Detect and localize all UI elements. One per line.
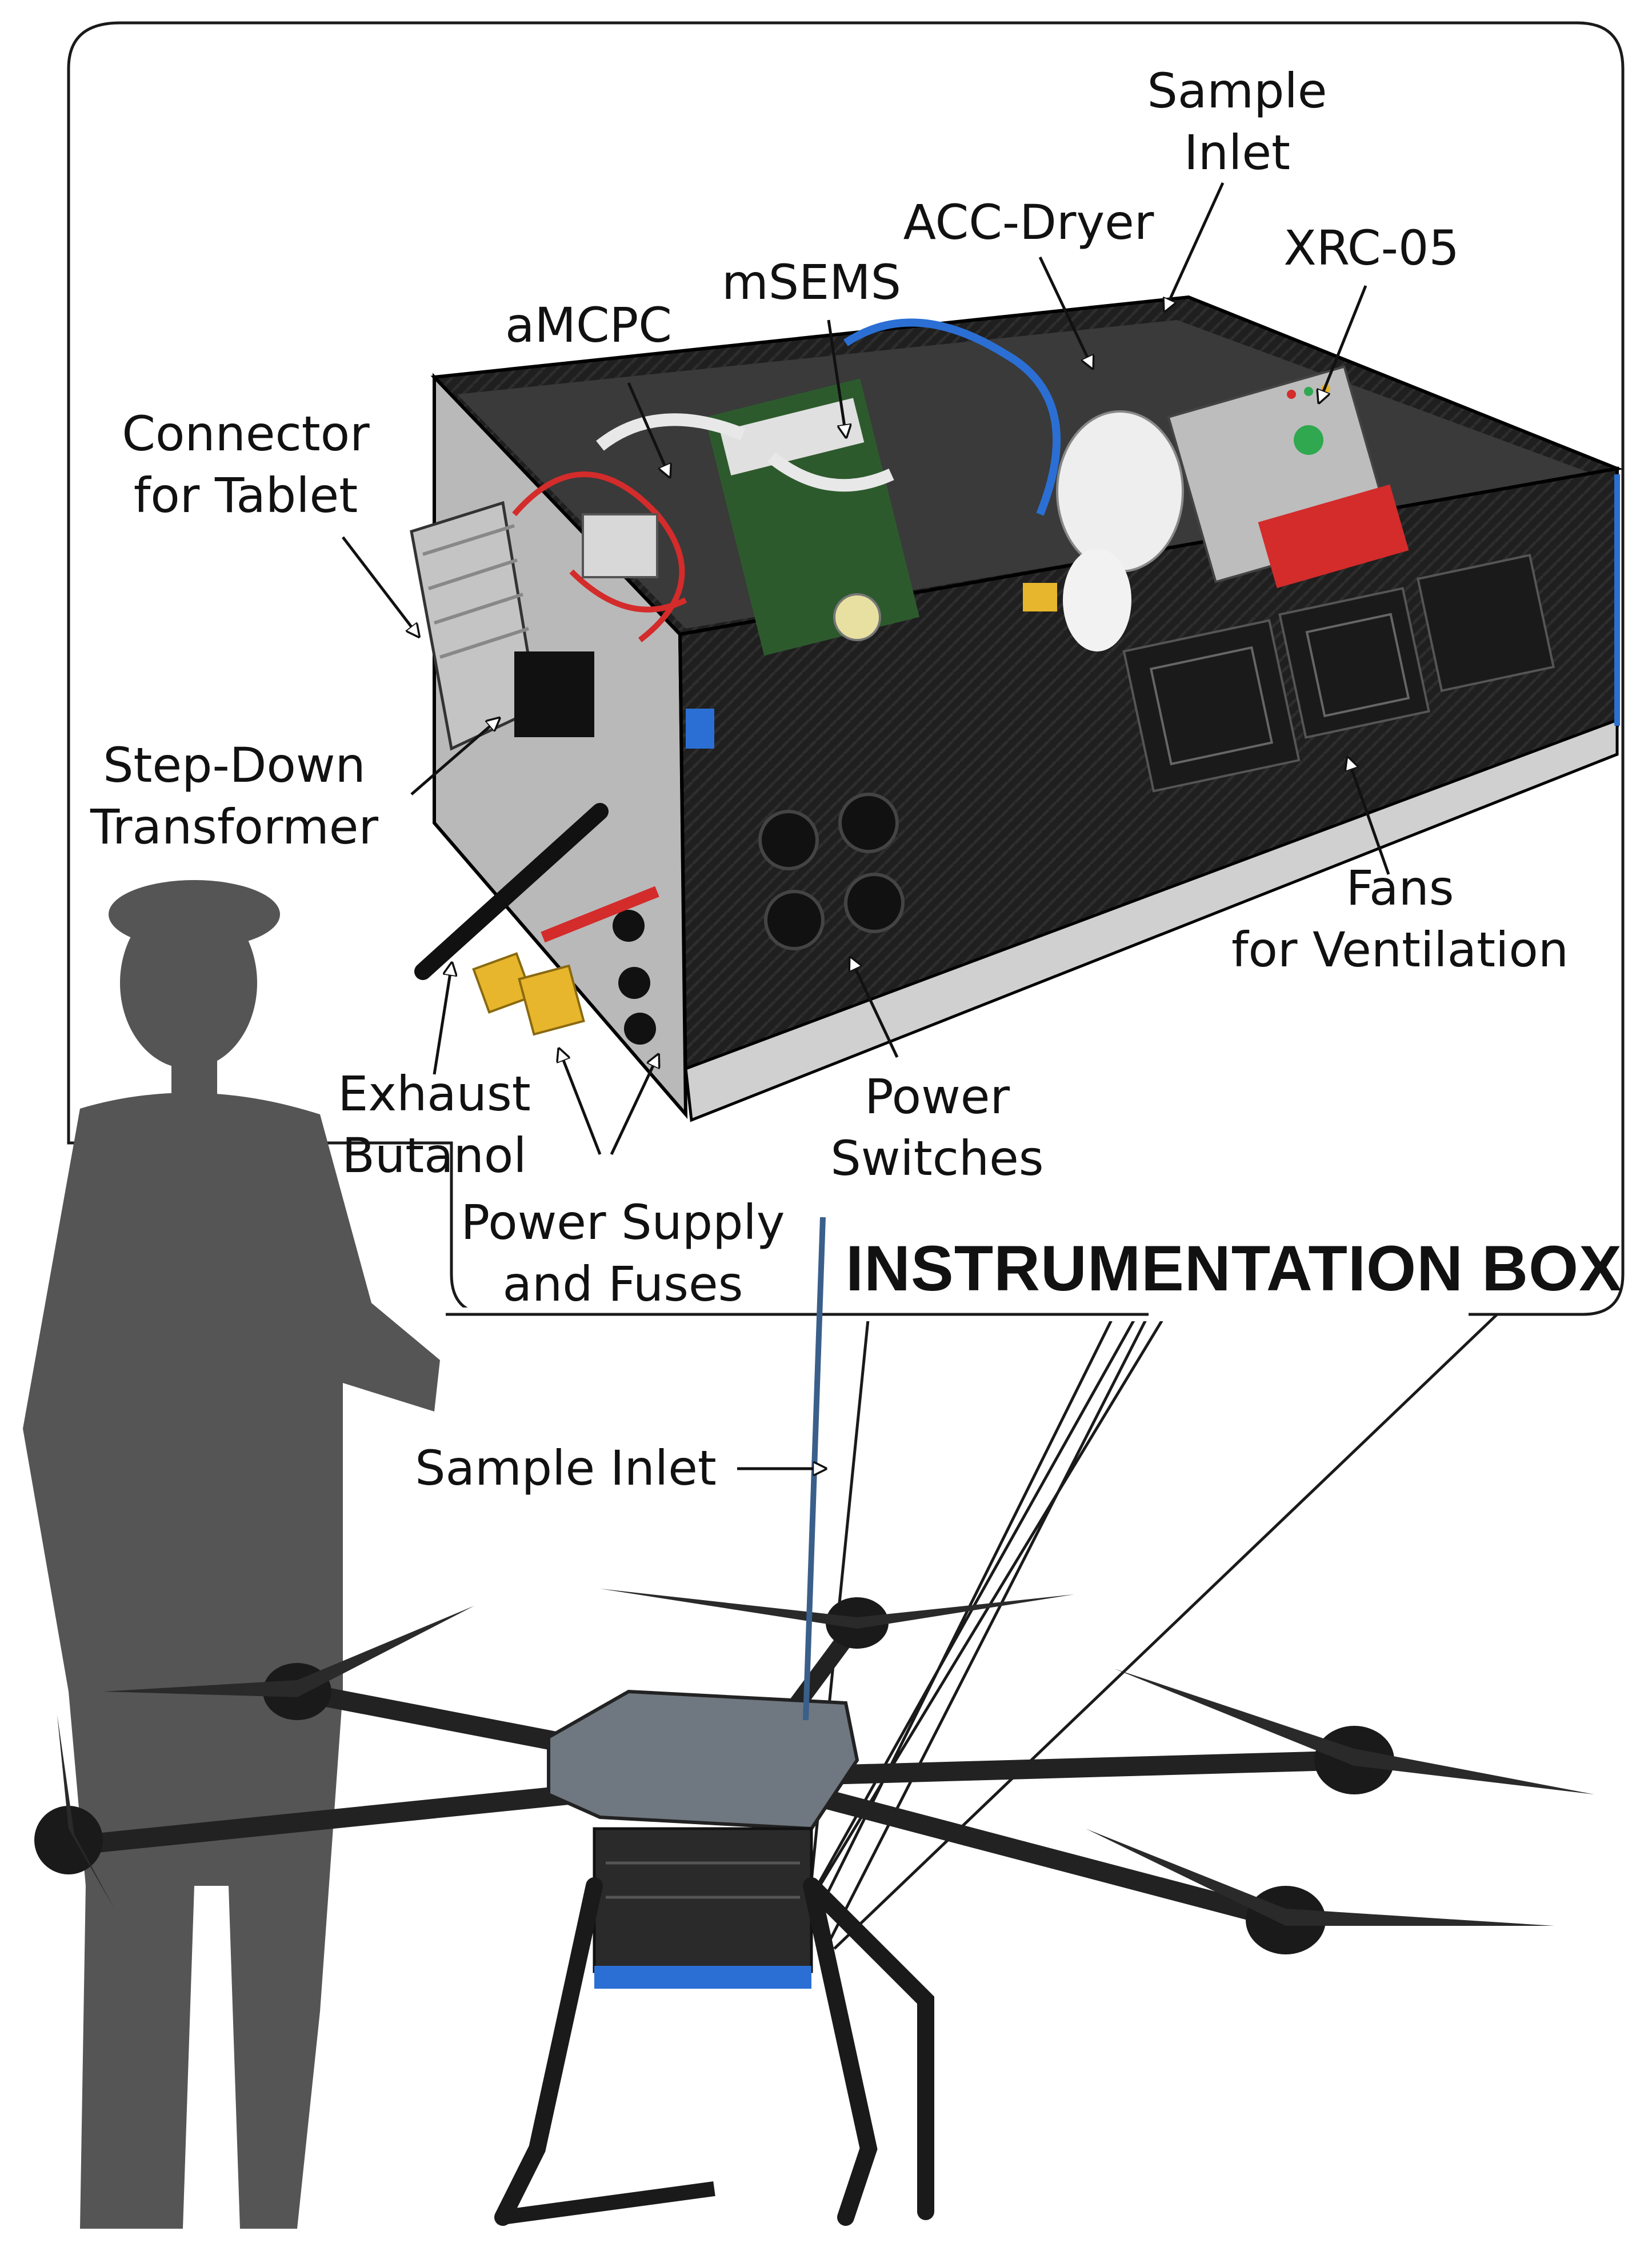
arrow-connector — [342, 536, 417, 634]
label-step-down-line1: Step-Down — [103, 737, 366, 793]
arrow-xrc05 — [1320, 285, 1367, 400]
label-sample-inlet-top: Sample Inlet — [1117, 60, 1357, 183]
label-exhaust-line1: Exhaust — [338, 1066, 531, 1122]
pointer-line-a — [827, 1313, 1150, 1944]
arrow-power-switches — [851, 960, 899, 1058]
arrow-acc-dryer — [1038, 256, 1091, 366]
label-connector-line2: for Tablet — [133, 467, 358, 523]
label-amcpc: aMCPC — [505, 297, 672, 353]
label-msems: mSEMS — [721, 254, 901, 310]
label-fans-line1: Fans — [1346, 860, 1454, 916]
arrow-step-down — [410, 720, 497, 795]
label-exhaust: Exhaust Butanol — [309, 1063, 560, 1186]
arrow-msems — [827, 319, 846, 434]
label-connector: Connector for Tablet — [97, 403, 394, 526]
label-sample-inlet-drone: Sample Inlet — [415, 1440, 717, 1496]
arrow-amcpc — [627, 382, 669, 474]
arrow-power-supply-b — [610, 1057, 657, 1156]
arrow-power-supply-a — [560, 1051, 602, 1155]
arrow-sample-inlet-top — [1166, 182, 1225, 309]
label-exhaust-line2: Butanol — [342, 1128, 527, 1184]
label-connector-line1: Connector — [122, 406, 370, 462]
label-power-switches-line1: Power — [865, 1069, 1010, 1125]
label-power-supply-line1: Power Supply — [461, 1194, 785, 1250]
fan-grilles — [1122, 554, 1555, 793]
label-power-switches: Power Switches — [800, 1066, 1074, 1189]
label-step-down-line2: Transformer — [90, 799, 379, 855]
power-switches — [758, 793, 905, 950]
label-power-supply: Power Supply and Fuses — [434, 1192, 811, 1315]
label-sample-inlet-top-line2: Inlet — [1184, 125, 1290, 181]
label-xrc05: XRC-05 — [1283, 220, 1459, 276]
arrow-exhaust — [433, 966, 451, 1075]
label-power-supply-line2: and Fuses — [502, 1256, 743, 1312]
label-step-down: Step-Down Transformer — [74, 734, 394, 858]
person-silhouette — [23, 880, 440, 2229]
label-fans-line2: for Ventilation — [1231, 922, 1569, 978]
label-sample-inlet-top-line1: Sample — [1147, 63, 1327, 119]
label-power-switches-line2: Switches — [830, 1130, 1044, 1186]
instrument-box — [410, 295, 1623, 1122]
callout-arrows — [342, 182, 1390, 1469]
label-acc-dryer: ACC-Dryer — [903, 194, 1154, 250]
label-fans: Fans for Ventilation — [1194, 857, 1606, 981]
pointer-line-b — [833, 1313, 1498, 1950]
instrumentation-box-title: INSTRUMENTATION BOX — [846, 1233, 1622, 1304]
arrow-fans — [1349, 760, 1390, 875]
